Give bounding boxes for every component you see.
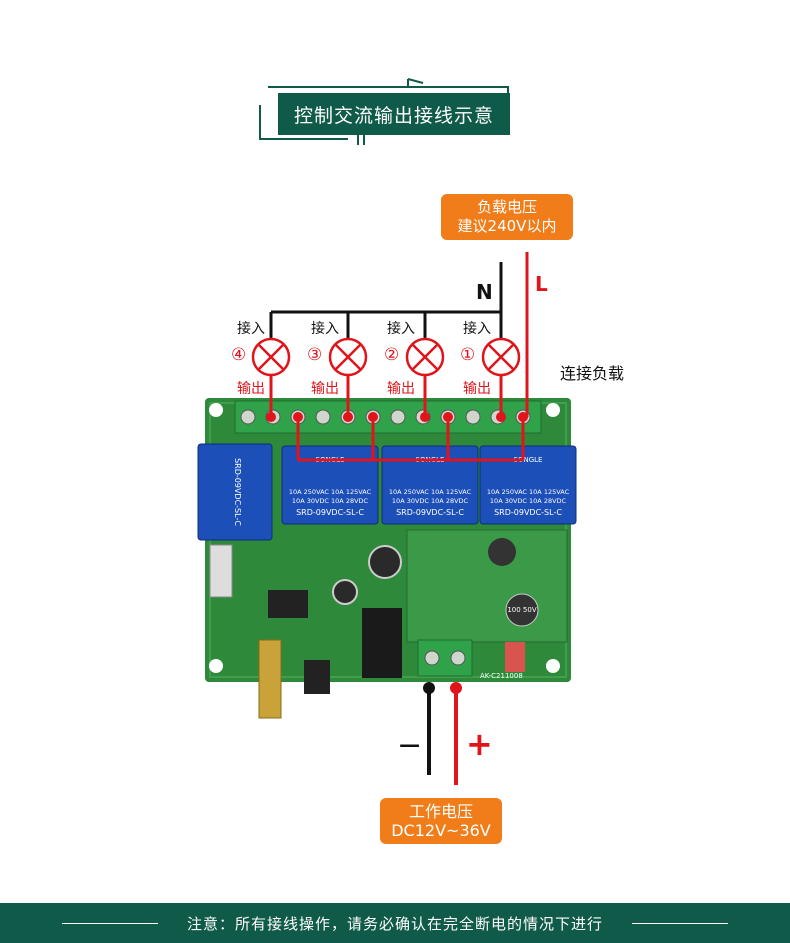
connect-label-4: 接入 (237, 321, 265, 337)
relay-3: SONGLE 10A 250VAC 10A 125VAC 10A 30VDC 1… (381, 445, 479, 525)
terminal-dots (266, 412, 528, 422)
svg-text:SRD-09VDC-SL-C: SRD-09VDC-SL-C (233, 458, 242, 526)
antenna-connector (258, 639, 282, 719)
capacitor-3 (505, 593, 539, 627)
output-label-1: 输出 (463, 381, 491, 397)
lamp-4-icon (251, 337, 291, 377)
connect-label-3: 接入 (311, 321, 339, 337)
svg-text:10A 30VDC 10A 28VDC: 10A 30VDC 10A 28VDC (392, 497, 469, 505)
lamp-3-icon (328, 337, 368, 377)
power-voltage-box: 工作电压 DC12V~36V (380, 798, 502, 844)
footer-line-left (62, 923, 158, 924)
dc-jack (362, 608, 402, 678)
inductor (488, 538, 516, 566)
relay-2: SONGLE 10A 250VAC 10A 125VAC 10A 30VDC 1… (281, 445, 379, 525)
page-title: 控制交流输出接线示意 (293, 104, 494, 127)
rf-module (209, 544, 233, 598)
output-label-3: 输出 (311, 381, 339, 397)
output-label-4: 输出 (237, 381, 265, 397)
minus-sign: − (397, 728, 423, 763)
power-module (406, 529, 568, 643)
title-banner: 控制交流输出接线示意 (259, 78, 520, 145)
power-screw-2 (450, 650, 466, 666)
capacitor-1 (368, 545, 402, 579)
load-voltage-box: 负载电压 建议240V以内 (441, 194, 573, 240)
svg-text:SRD-09VDC-SL-C: SRD-09VDC-SL-C (396, 508, 464, 517)
lamp-2-icon (405, 337, 445, 377)
relay-4: SONGLE 10A 250VAC 10A 125VAC 10A 30VDC 1… (479, 445, 577, 525)
channel-number-4: ④ (231, 345, 247, 365)
relay-1: SRD-09VDC-SL-C (197, 443, 273, 541)
svg-text:AK-C211008: AK-C211008 (480, 672, 523, 680)
mount-hole-br (546, 659, 560, 673)
channel-number-3: ③ (307, 345, 323, 365)
svg-text:10A 250VAC 10A 125VAC: 10A 250VAC 10A 125VAC (487, 488, 570, 496)
positive-terminal-dot (450, 682, 462, 694)
svg-text:10A 250VAC 10A 125VAC: 10A 250VAC 10A 125VAC (389, 488, 472, 496)
svg-text:SRD-09VDC-SL-C: SRD-09VDC-SL-C (494, 508, 562, 517)
svg-text:SRD-09VDC-SL-C: SRD-09VDC-SL-C (296, 508, 364, 517)
live-wiring (269, 252, 529, 462)
lamp-1-icon (481, 337, 521, 377)
ic-chip (268, 590, 308, 618)
svg-text:10A 30VDC 10A 28VDC: 10A 30VDC 10A 28VDC (490, 497, 567, 505)
footer-note: 注意：所有接线操作，请务必确认在完全断电的情况下进行 (186, 914, 603, 933)
connect-label-2: 接入 (387, 321, 415, 337)
mount-hole-tr (546, 403, 560, 417)
load-label: 连接负载 (560, 364, 625, 383)
connect-label-1: 接入 (463, 321, 491, 337)
capacitor-2 (332, 579, 358, 605)
live-label: L (535, 272, 548, 296)
negative-terminal-dot (423, 682, 435, 694)
mount-hole-bl (209, 659, 223, 673)
svg-text:100 50V: 100 50V (507, 606, 536, 614)
power-voltage-title: 工作电压 (408, 802, 473, 821)
title-background (278, 93, 510, 135)
wiring-diagram: SRD-09VDC-SL-C SONGLE 10A 250VAC 10A 125… (197, 252, 577, 785)
footer-line-right (632, 923, 728, 924)
load-voltage-title: 负载电压 (476, 198, 537, 216)
svg-text:SONGLE: SONGLE (514, 456, 543, 464)
svg-text:10A 30VDC 10A 28VDC: 10A 30VDC 10A 28VDC (292, 497, 369, 505)
push-button (304, 660, 330, 694)
neutral-wiring (269, 262, 503, 356)
channel-number-2: ② (384, 345, 400, 365)
neutral-label: N (476, 280, 493, 304)
terminal-block (234, 400, 542, 434)
mount-hole-tl (209, 403, 223, 417)
load-voltage-note: 建议240V以内 (457, 217, 557, 235)
plus-sign: + (466, 725, 493, 763)
channel-number-1: ① (460, 345, 476, 365)
power-screw-1 (424, 650, 440, 666)
output-label-2: 输出 (387, 381, 415, 397)
fuse (505, 642, 525, 672)
power-voltage-range: DC12V~36V (391, 821, 491, 840)
svg-text:10A 250VAC 10A 125VAC: 10A 250VAC 10A 125VAC (289, 488, 372, 496)
